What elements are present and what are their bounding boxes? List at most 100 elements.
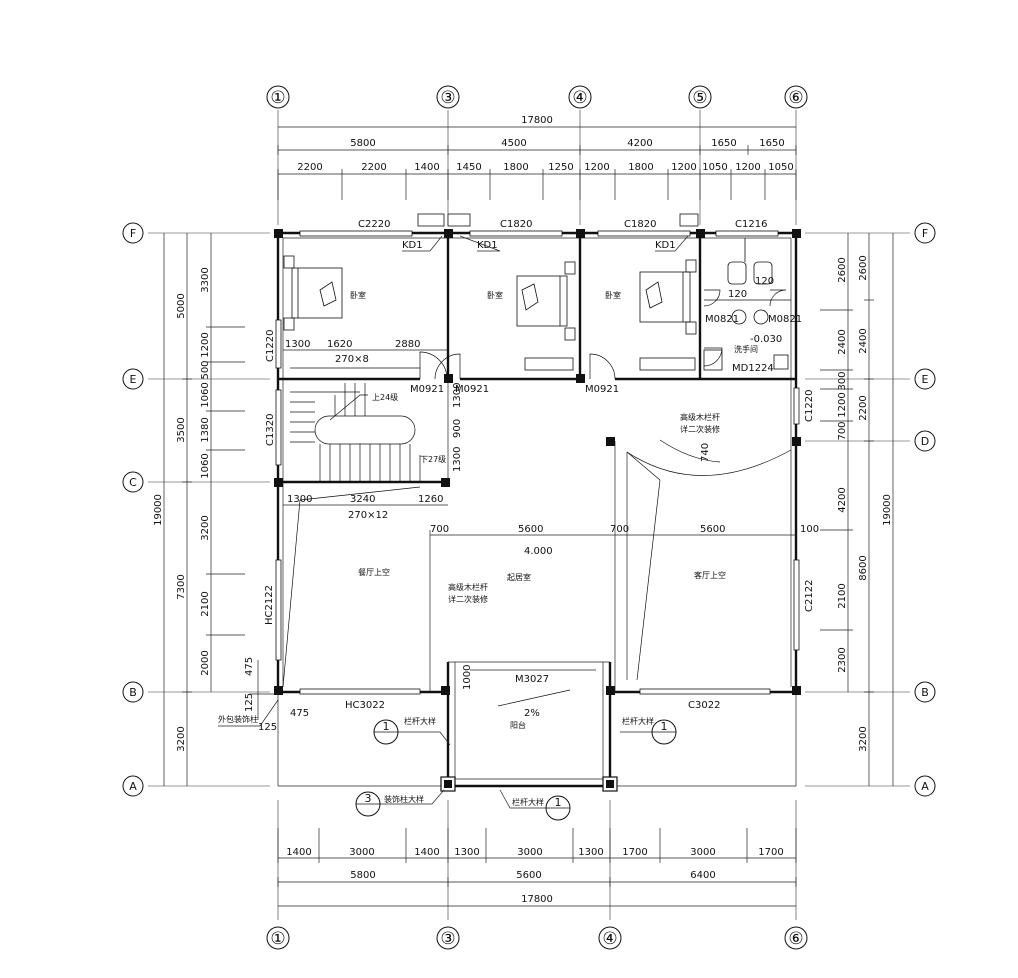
level-washroom: -0.030 <box>750 334 782 345</box>
bed-icon <box>516 261 576 341</box>
dim-1300-a: 1300 <box>285 339 310 350</box>
dim-1260: 1260 <box>418 494 443 505</box>
win-c2220: C2220 <box>358 219 390 230</box>
win-c1220-right: C1220 <box>804 390 815 422</box>
axis-left-E: E <box>130 373 137 386</box>
door-m0921-b: M0921 <box>455 384 489 395</box>
dim-v900: 900 <box>452 419 463 438</box>
dim-right-fine-3: 300 <box>837 371 848 390</box>
axis-right-E: E <box>922 373 929 386</box>
dim-top-fine-1: 2200 <box>297 162 322 173</box>
dim-left-fine-6: 1060 <box>200 453 211 478</box>
dim-right-mid-4: 8600 <box>858 555 869 580</box>
dim-top-mid-5: 1650 <box>759 138 784 149</box>
room-washroom: 洗手间 <box>734 344 758 354</box>
dim-right-fine-2: 2400 <box>837 329 848 354</box>
detail-bubble: 1 <box>373 719 399 745</box>
dim-left-mid-1: 5000 <box>176 293 187 318</box>
dim-v1000: 1000 <box>462 665 473 690</box>
axis-bubble <box>688 85 712 109</box>
axis-left-B: B <box>129 686 137 699</box>
win-c3022: C3022 <box>688 700 720 711</box>
axis-left-C: C <box>129 476 137 489</box>
dim-top-mid-4: 1650 <box>711 138 736 149</box>
axis-bubble <box>784 85 808 109</box>
win-c1820-b: C1820 <box>624 219 656 230</box>
kd1-b: KD1 <box>477 240 498 251</box>
dim-top-mid-3: 4200 <box>627 138 652 149</box>
rail-detail-2: 栏杆大样 <box>622 716 654 726</box>
room-balcony: 阳台 <box>510 720 526 730</box>
tread-270x12: 270×12 <box>348 510 388 521</box>
dim-top-mid-2: 4500 <box>501 138 526 149</box>
dim-left-fine-8: 2100 <box>200 591 211 616</box>
dim-right-fine-5: 700 <box>837 421 848 440</box>
dim-right-mid-1: 2600 <box>858 255 869 280</box>
rail-detail-3: 栏杆大样 <box>512 797 544 807</box>
balcony-slope: 2% <box>524 708 540 719</box>
staircase <box>290 367 421 482</box>
dim-bottom-mid-2: 5600 <box>516 870 541 881</box>
railing-note-2b: 详二次装修 <box>680 424 720 434</box>
axis-right-B: B <box>921 686 929 699</box>
svg-text:1: 1 <box>555 796 562 809</box>
dim-bottom-fine-4: 1300 <box>454 847 479 858</box>
dim-left-fine-5: 1380 <box>200 417 211 442</box>
room-bedroom-2: 卧室 <box>487 290 503 300</box>
dim-bottom-fine-1: 1400 <box>286 847 311 858</box>
dim-3240: 3240 <box>350 494 375 505</box>
doors <box>419 289 787 380</box>
dim-right-fine-1: 2600 <box>837 257 848 282</box>
dim-right-fine-6: 4200 <box>837 487 848 512</box>
axis-bubble <box>266 926 290 950</box>
axis-right-F: F <box>922 227 928 240</box>
dim-700-a: 700 <box>430 524 449 535</box>
dims-top: 17800 5800 4500 4200 1650 1650 2200 2200… <box>277 115 797 200</box>
dim-bottom-mid-3: 6400 <box>690 870 715 881</box>
kd1-a: KD1 <box>402 240 423 251</box>
dims-left: 19000 5000 3500 7300 3200 3300 1200 500 … <box>153 233 245 786</box>
tread-270x8: 270×8 <box>335 354 369 365</box>
dim-120-b: 120 <box>755 276 774 287</box>
dim-5600-a: 5600 <box>518 524 543 535</box>
dim-top-fine-10: 1050 <box>702 162 727 173</box>
detail-bubble: 1 <box>651 719 677 745</box>
void-markings <box>282 439 792 707</box>
axis-bubble <box>436 85 460 109</box>
axis-bottom-3: ③ <box>440 929 455 949</box>
axis-bottom-4: ④ <box>602 929 617 949</box>
dim-top-fine-7: 1200 <box>584 162 609 173</box>
dim-1300-b: 1300 <box>287 494 312 505</box>
dim-right-total: 19000 <box>882 494 893 526</box>
dim-v1300-a: 1300 <box>452 383 463 408</box>
dim-left-mid-3: 7300 <box>176 574 187 599</box>
axis-bubbles-bottom: ① ③ ④ ⑥ <box>270 929 803 949</box>
dim-700-b: 700 <box>610 524 629 535</box>
axis-bubble <box>436 926 460 950</box>
dim-top-total: 17800 <box>521 115 553 126</box>
dim-100: 100 <box>800 524 819 535</box>
dim-left-fine-7: 3200 <box>200 515 211 540</box>
dim-left-mid-4: 3200 <box>176 726 187 751</box>
windows <box>275 213 800 695</box>
room-living-void: 客厅上空 <box>694 570 726 580</box>
dim-top-fine-9: 1200 <box>671 162 696 173</box>
dim-bottom-fine-5: 3000 <box>517 847 542 858</box>
door-m0921-c: M0921 <box>585 384 619 395</box>
axis-bottom-6: ⑥ <box>788 929 803 949</box>
notes: 上24级 下27级 高级木栏杆 详二次装修 高级木栏杆 详二次装修 栏杆大样 栏… <box>218 392 720 821</box>
axis-bubbles-top: ① ③ ④ ⑤ ⑥ <box>270 88 803 108</box>
bed-icon <box>283 255 343 331</box>
railing-note-1b: 详二次装修 <box>448 594 488 604</box>
room-bedroom-3: 卧室 <box>605 290 621 300</box>
dims-right: 2600 2400 300 1200 700 4200 2100 2300 26… <box>820 233 894 786</box>
svg-text:3: 3 <box>365 792 372 805</box>
deco-col-note: 装饰柱大样 <box>384 794 424 804</box>
dim-left-fine-3: 500 <box>200 360 211 379</box>
win-c1216: C1216 <box>735 219 767 230</box>
axis-top-1: ① <box>270 88 285 108</box>
door-md1224: MD1224 <box>732 363 774 374</box>
kd1-c: KD1 <box>655 240 676 251</box>
door-m0921-a: M0921 <box>410 384 444 395</box>
axis-top-3: ③ <box>440 88 455 108</box>
